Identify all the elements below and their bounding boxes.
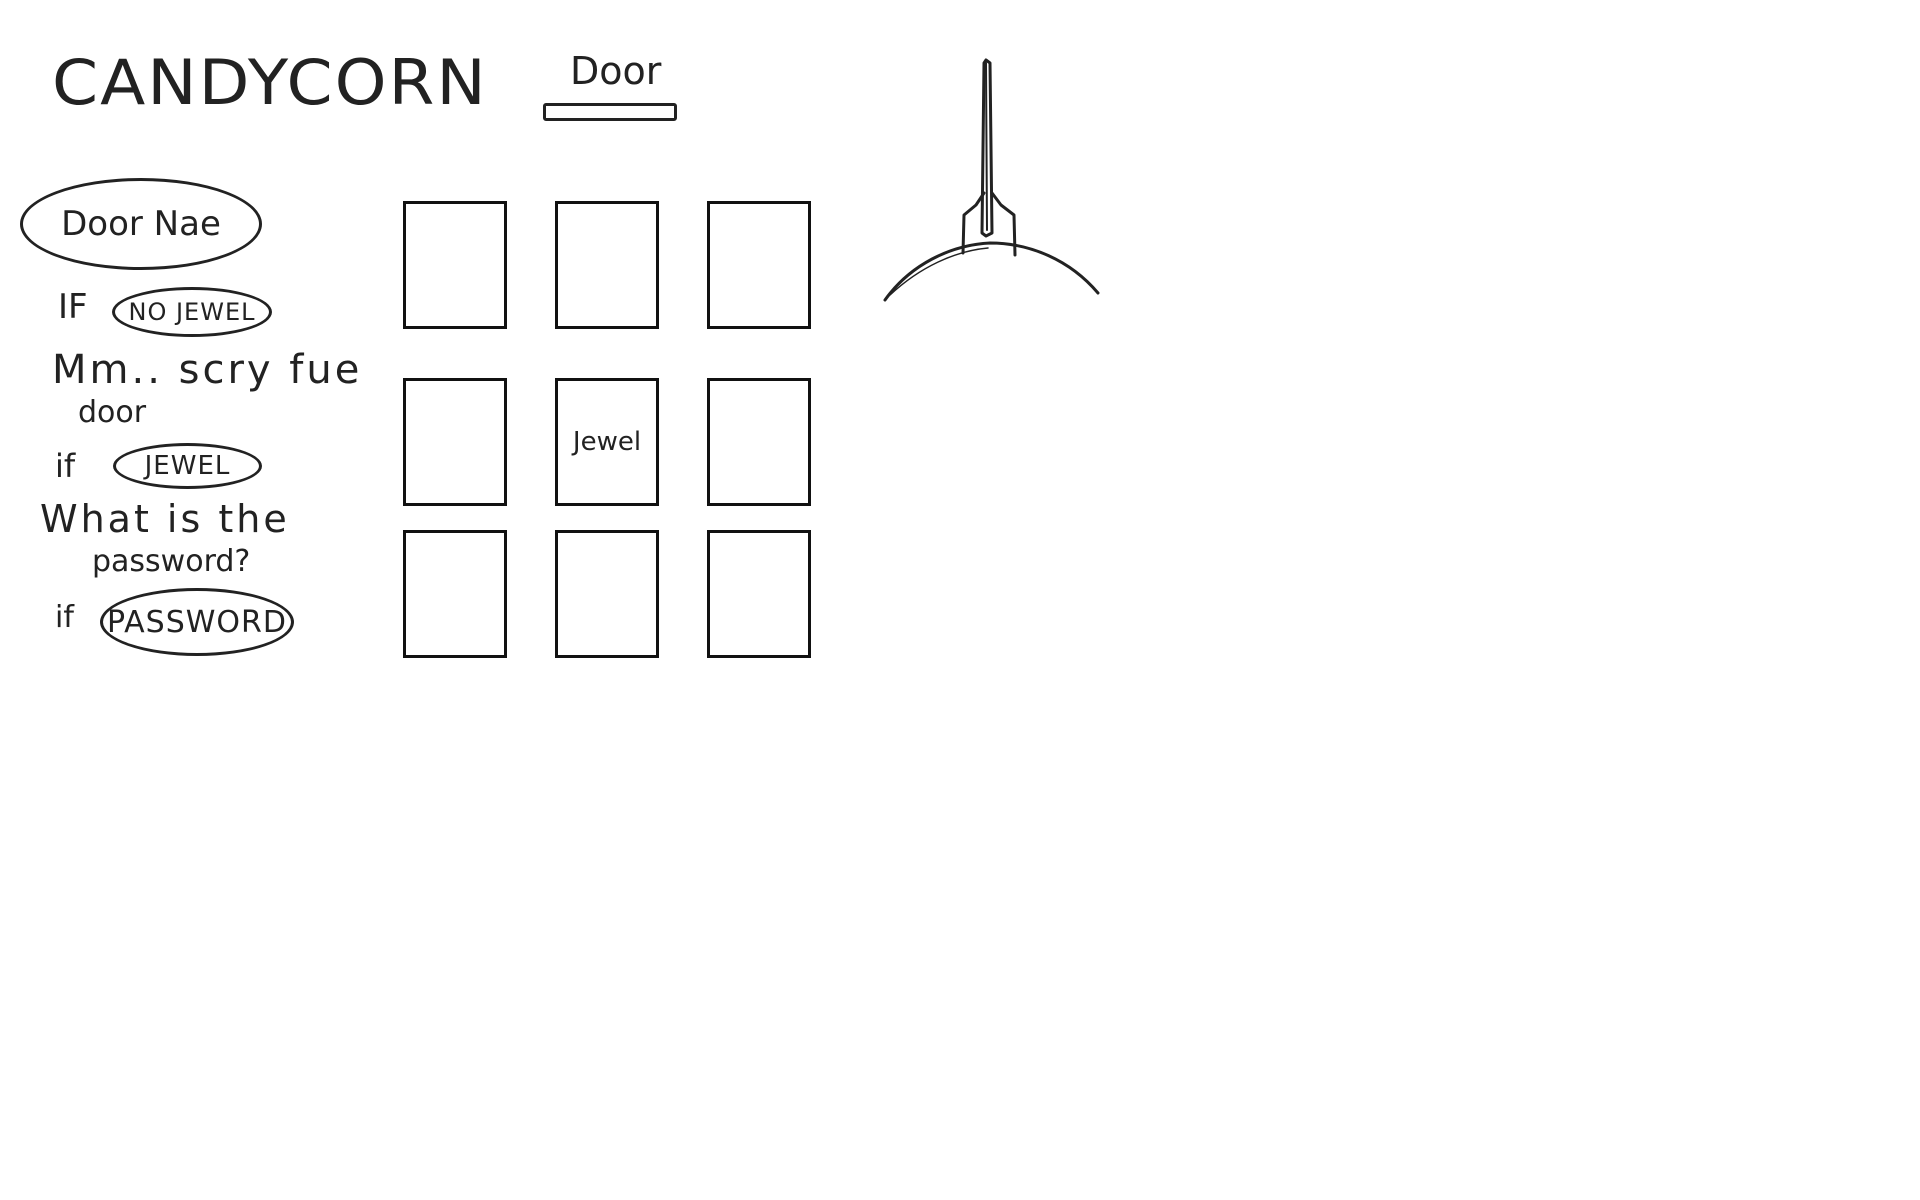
grid-cell[interactable] [403,530,507,658]
door-bar [543,103,677,121]
lever-icon[interactable] [880,55,1110,305]
grid-cell[interactable] [707,201,811,329]
grid-cell[interactable] [555,201,659,329]
grid-cell-jewel[interactable]: Jewel [555,378,659,506]
door-heading: Door [570,49,662,93]
grid-cell[interactable] [707,530,811,658]
jewel-message-line1: What is the [40,497,290,541]
grid-cell[interactable] [555,530,659,658]
no-jewel-condition: NO JEWEL [112,287,272,337]
door-name-bubble: Door Nae [20,178,262,270]
condition-if-label: if [55,447,76,485]
condition-if-label: if [55,600,74,635]
no-jewel-message-line1: Mm.. scry fue [52,347,363,393]
condition-if-label: IF [58,287,88,327]
grid-cell[interactable] [403,201,507,329]
app-title: CANDYCORN [52,45,488,120]
jewel-message-line2: password? [92,544,251,579]
password-condition[interactable]: PASSWORD [100,588,294,656]
jewel-condition: JEWEL [113,443,262,489]
grid-cell[interactable] [403,378,507,506]
grid-cell[interactable] [707,378,811,506]
no-jewel-message-line2: door [78,395,147,430]
